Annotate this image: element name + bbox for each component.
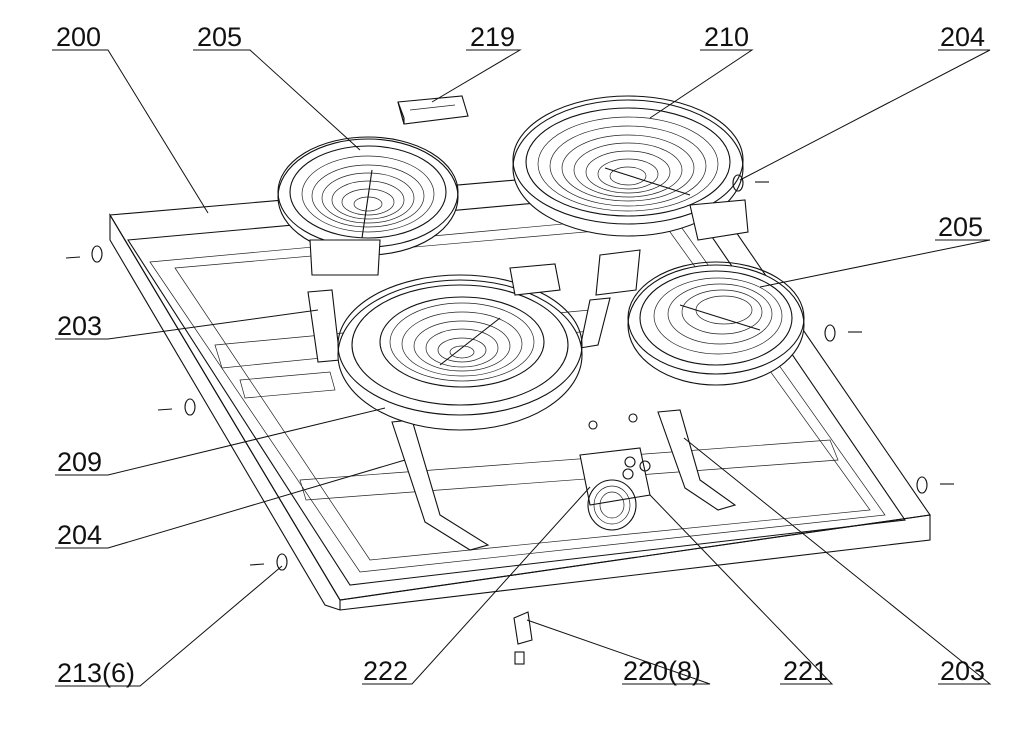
indicator-lamp-219 [397, 95, 469, 125]
callout-204-top: 204 [940, 22, 985, 52]
callout-213: 213(6) [57, 658, 135, 688]
callout-labels: 200 205 219 210 204 205 203 209 204 213(… [56, 22, 985, 688]
callout-210: 210 [704, 22, 749, 52]
callout-221: 221 [783, 656, 828, 686]
callout-209: 209 [57, 447, 102, 477]
heating-element-205-right [627, 261, 805, 386]
heating-element-210 [512, 95, 749, 296]
callout-222: 222 [363, 656, 408, 686]
callout-205-right: 205 [938, 212, 983, 242]
heating-element-209 [337, 263, 583, 431]
screws-and-washers-213 [65, 174, 954, 571]
callout-200: 200 [56, 22, 101, 52]
callout-203-right: 203 [940, 656, 985, 686]
heating-element-205-left [277, 136, 459, 276]
callout-205-left: 205 [197, 22, 242, 52]
callout-219: 219 [470, 22, 515, 52]
clip-220 [513, 611, 533, 665]
callout-203-left: 203 [57, 311, 102, 341]
callout-220: 220(8) [623, 656, 701, 686]
terminal-block-221 [579, 447, 651, 531]
leader-lines [52, 49, 992, 687]
callout-204-bottom: 204 [57, 520, 102, 550]
